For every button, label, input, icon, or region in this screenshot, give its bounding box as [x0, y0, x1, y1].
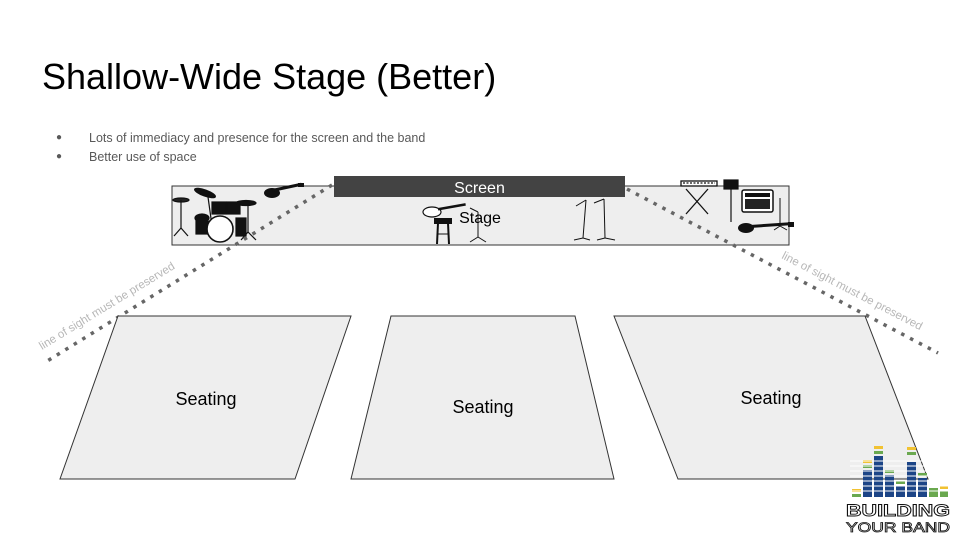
mic-stand-icon [573, 199, 591, 241]
bullet-list: ● Lots of immediacy and presence for the… [56, 130, 425, 167]
seating-section-left [59, 315, 352, 480]
projection-screen [334, 176, 625, 197]
bullet-item: ● Lots of immediacy and presence for the… [56, 130, 425, 149]
equalizer-bars-icon [850, 446, 950, 497]
drum-kit-icon [172, 187, 257, 243]
bullet-dot-icon: ● [56, 132, 63, 143]
music-stand-icon [723, 179, 739, 222]
building-your-band-logo: BUILDING YOUR BAND [846, 446, 950, 535]
bullet-text: Lots of immediacy and presence for the s… [89, 131, 426, 145]
logo-line-2: YOUR BAND [846, 519, 950, 535]
bullet-dot-icon: ● [56, 150, 63, 162]
seating-label: Seating [740, 388, 801, 408]
bullet-item: ● Better use of space [56, 149, 425, 168]
mic-stand-icon [469, 207, 487, 243]
sightline-left [43, 183, 333, 365]
seating-label: Seating [175, 389, 236, 409]
acoustic-guitar-icon [422, 203, 466, 218]
amplifier-icon [741, 189, 774, 213]
seating-label: Seating [452, 397, 513, 417]
electric-guitar-icon [264, 182, 304, 198]
bass-guitar-icon [738, 222, 794, 233]
sightline-right [626, 187, 939, 355]
stage-label: Stage [459, 210, 501, 227]
seating-section-center [350, 315, 615, 480]
bullet-text: Better use of space [89, 149, 197, 164]
mic-stand-icon [593, 198, 616, 241]
logo-line-1: BUILDING [846, 501, 950, 520]
screen-label: Screen [454, 180, 505, 197]
keyboard-stand-icon [680, 180, 718, 215]
page-title: Shallow-Wide Stage (Better) [42, 56, 497, 97]
stool-icon [434, 218, 452, 245]
seating-section-right [613, 315, 929, 480]
guitar-stand-icon [773, 198, 788, 231]
